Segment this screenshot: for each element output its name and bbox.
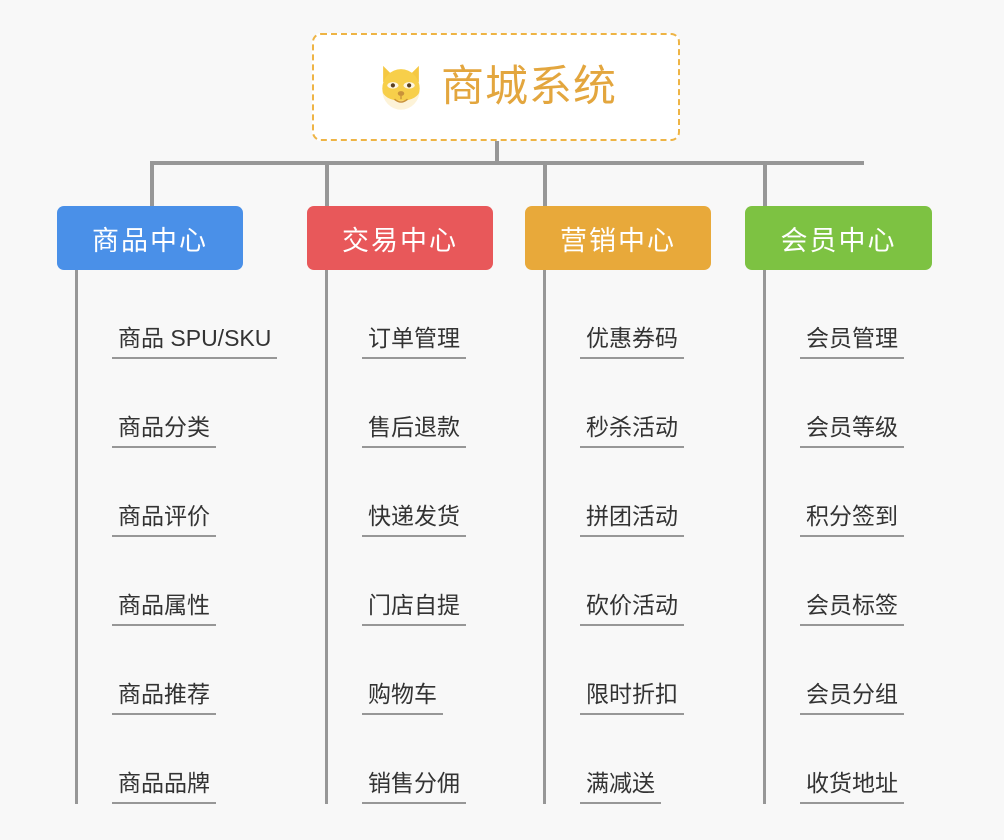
- root-title: 商城系统: [441, 62, 617, 111]
- leaf-label: 门店自提: [362, 592, 466, 626]
- branch-header-1[interactable]: 商品中心: [57, 206, 243, 270]
- leaf-item[interactable]: 拼团活动: [546, 448, 711, 537]
- leaf-label: 收货地址: [800, 770, 904, 804]
- branch-header-1-label: 商品中心: [92, 225, 208, 256]
- leaf-label: 售后退款: [362, 414, 466, 448]
- leaf-label: 优惠券码: [580, 325, 684, 359]
- leaf-item[interactable]: 收货地址: [766, 715, 932, 804]
- leaf-list-4: 会员管理 会员等级 积分签到 会员标签 会员分组 收货地址: [763, 270, 932, 804]
- leaf-label: 商品推荐: [112, 681, 216, 715]
- branch-header-2-label: 交易中心: [342, 225, 458, 256]
- leaf-item[interactable]: 积分签到: [766, 448, 932, 537]
- leaf-item[interactable]: 快递发货: [328, 448, 493, 537]
- leaf-label: 商品 SPU/SKU: [112, 325, 278, 359]
- branch-header-4-label: 会员中心: [780, 225, 897, 256]
- leaf-item[interactable]: 商品 SPU/SKU: [78, 270, 278, 359]
- connector-drop-2: [325, 161, 329, 208]
- leaf-item[interactable]: 会员管理: [766, 270, 932, 359]
- branch-column-4: 会员中心 会员管理 会员等级 积分签到 会员标签 会员分组 收货地址: [745, 206, 932, 804]
- leaf-item[interactable]: 商品评价: [78, 448, 277, 537]
- leaf-list-2: 订单管理 售后退款 快递发货 门店自提 购物车 销售分佣: [325, 270, 493, 804]
- leaf-item[interactable]: 订单管理: [328, 270, 493, 359]
- branch-header-4[interactable]: 会员中心: [745, 206, 932, 270]
- root-node[interactable]: 商城系统: [312, 33, 680, 141]
- leaf-item[interactable]: 会员等级: [766, 359, 932, 448]
- leaf-label: 会员标签: [800, 592, 904, 626]
- leaf-item[interactable]: 商品推荐: [78, 626, 277, 715]
- leaf-item[interactable]: 秒杀活动: [546, 359, 711, 448]
- leaf-label: 拼团活动: [580, 503, 684, 537]
- leaf-item[interactable]: 购物车: [328, 626, 493, 715]
- leaf-label: 会员分组: [800, 681, 904, 715]
- leaf-item[interactable]: 会员标签: [766, 537, 932, 626]
- connector-root-stem: [495, 141, 499, 164]
- leaf-label: 商品品牌: [112, 770, 216, 804]
- connector-drop-1: [150, 161, 154, 208]
- leaf-label: 商品分类: [112, 414, 216, 448]
- leaf-item[interactable]: 砍价活动: [546, 537, 711, 626]
- leaf-list-1: 商品 SPU/SKU 商品分类 商品评价 商品属性 商品推荐 商品品牌: [75, 270, 278, 804]
- leaf-label: 商品属性: [112, 592, 216, 626]
- leaf-item[interactable]: 会员分组: [766, 626, 932, 715]
- leaf-item[interactable]: 商品属性: [78, 537, 277, 626]
- leaf-item[interactable]: 商品分类: [78, 359, 277, 448]
- leaf-item[interactable]: 满减送: [546, 715, 711, 804]
- leaf-item[interactable]: 商品品牌: [78, 715, 277, 804]
- branch-header-3-label: 营销中心: [560, 225, 676, 256]
- connector-horizontal-bus: [150, 161, 864, 165]
- leaf-item[interactable]: 优惠券码: [546, 270, 711, 359]
- leaf-label: 限时折扣: [580, 681, 684, 715]
- branch-header-2[interactable]: 交易中心: [307, 206, 493, 270]
- leaf-label: 会员管理: [800, 325, 904, 359]
- connector-drop-4: [763, 161, 767, 208]
- leaf-label: 商品评价: [112, 503, 216, 537]
- leaf-label: 会员等级: [800, 414, 904, 448]
- leaf-item[interactable]: 门店自提: [328, 537, 493, 626]
- branch-header-3[interactable]: 营销中心: [525, 206, 711, 270]
- leaf-label: 砍价活动: [580, 592, 684, 626]
- connector-drop-3: [543, 161, 547, 208]
- leaf-item[interactable]: 限时折扣: [546, 626, 711, 715]
- leaf-item[interactable]: 售后退款: [328, 359, 493, 448]
- branch-column-3: 营销中心 优惠券码 秒杀活动 拼团活动 砍价活动 限时折扣 满减送: [525, 206, 711, 804]
- shiba-inu-dog-face-icon: [382, 65, 420, 110]
- leaf-label: 销售分佣: [362, 770, 466, 804]
- leaf-label: 快递发货: [362, 503, 466, 537]
- leaf-label: 积分签到: [800, 503, 904, 537]
- leaf-label: 满减送: [580, 770, 661, 804]
- leaf-item[interactable]: 销售分佣: [328, 715, 493, 804]
- leaf-label: 秒杀活动: [580, 414, 684, 448]
- leaf-label: 购物车: [362, 681, 443, 715]
- branch-column-2: 交易中心 订单管理 售后退款 快递发货 门店自提 购物车 销售分佣: [307, 206, 493, 804]
- leaf-label: 订单管理: [362, 325, 466, 359]
- branch-column-1: 商品中心 商品 SPU/SKU 商品分类 商品评价 商品属性 商品推荐 商品品牌: [57, 206, 278, 804]
- leaf-list-3: 优惠券码 秒杀活动 拼团活动 砍价活动 限时折扣 满减送: [543, 270, 711, 804]
